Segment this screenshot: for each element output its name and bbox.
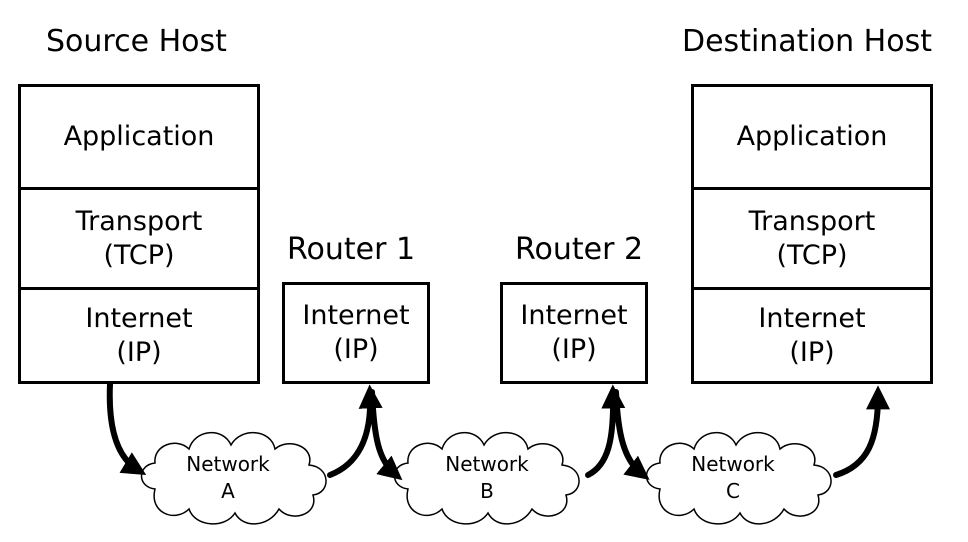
network-a-id: A: [221, 479, 235, 503]
source-internet-layer: Internet (IP): [21, 287, 257, 381]
destination-transport-layer: Transport (TCP): [694, 187, 930, 287]
source-internet-label: Internet: [85, 302, 193, 334]
router1-stack: Internet (IP): [282, 282, 430, 384]
destination-host-title: Destination Host: [682, 24, 932, 59]
arrow-router2-to-network-c: [613, 389, 650, 480]
network-b-label: Network: [445, 452, 529, 476]
router1-internet-protocol: (IP): [333, 334, 379, 365]
destination-transport-label: Transport: [748, 205, 876, 237]
source-transport-layer: Transport (TCP): [21, 187, 257, 287]
router1-title: Router 1: [287, 232, 416, 267]
arrow-network-b-to-router2: [585, 384, 626, 478]
destination-internet-label: Internet: [758, 302, 866, 334]
source-application-layer: Application: [21, 87, 257, 187]
network-c-label: Network: [691, 452, 775, 476]
source-transport-label: Transport: [75, 205, 203, 237]
arrow-network-a-to-router1: [327, 384, 383, 478]
router2-stack: Internet (IP): [500, 282, 648, 384]
router1-internet-layer: Internet (IP): [285, 285, 427, 381]
arrow-source-to-network-a: [106, 381, 147, 475]
arrow-network-c-to-destination: [833, 385, 890, 478]
source-transport-protocol: (TCP): [103, 239, 175, 271]
router2-internet-label: Internet: [520, 300, 628, 331]
destination-application-layer: Application: [694, 87, 930, 187]
arrow-router1-to-network-b: [369, 389, 403, 481]
router1-internet-label: Internet: [302, 300, 410, 331]
destination-transport-protocol: (TCP): [776, 239, 848, 271]
destination-host-stack: Application Transport (TCP) Internet (IP…: [691, 84, 933, 384]
source-host-title: Source Host: [46, 24, 227, 59]
source-host-stack: Application Transport (TCP) Internet (IP…: [18, 84, 260, 384]
router2-internet-layer: Internet (IP): [503, 285, 645, 381]
router2-title: Router 2: [515, 232, 644, 267]
destination-internet-protocol: (IP): [789, 336, 835, 368]
network-b-id: B: [480, 479, 494, 503]
destination-internet-layer: Internet (IP): [694, 287, 930, 381]
destination-application-label: Application: [736, 121, 888, 152]
network-a-label: Network: [186, 452, 270, 476]
source-application-label: Application: [63, 121, 215, 152]
network-c-id: C: [726, 479, 740, 503]
source-internet-protocol: (IP): [116, 336, 162, 368]
router2-internet-protocol: (IP): [551, 334, 597, 365]
